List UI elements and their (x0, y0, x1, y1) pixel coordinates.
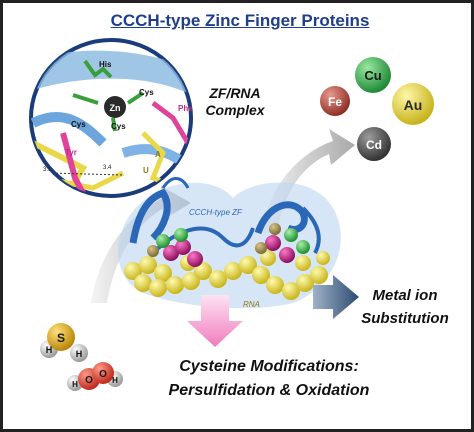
cu-label: Cu (364, 68, 381, 83)
his-label: His (99, 60, 112, 69)
metal-ion-cu: Cu (355, 57, 391, 93)
base-u-label: U (143, 166, 149, 175)
complex-label-line2: Complex (205, 102, 265, 118)
cys-label-right: Cys (139, 88, 154, 97)
tyr-label: Tyr (65, 148, 77, 157)
rna-spheres (124, 250, 330, 300)
h2s-sulfur-label: S (57, 331, 65, 345)
complex-label-line1: ZF/RNA (208, 85, 260, 101)
diagram-canvas: Zn His Cys Cys Cys Phe Tyr A U 3.1 3.4 Z… (29, 38, 449, 399)
metal-sub-line1: Metal ion (372, 287, 437, 304)
cd-label: Cd (366, 138, 382, 152)
au-label: Au (404, 97, 423, 113)
h2o2-oxygen-1-label: O (85, 375, 93, 386)
metal-sub-line2: Substitution (361, 310, 448, 327)
h2o2-oxygen-2-label: O (99, 369, 107, 380)
cys-mod-line2: Persulfidation & Oxidation (169, 382, 370, 399)
active-site-inset: Zn His Cys Cys Cys Phe Tyr A U 3.1 3.4 (29, 38, 193, 198)
cys-mod-line1: Cysteine Modifications: (179, 358, 359, 375)
h2o2-hydrogen-1-label: H (72, 380, 78, 389)
cysteine-modification-arrow (187, 295, 243, 347)
h2s-molecule: S H H (40, 323, 88, 362)
metal-substitution-arrow (313, 275, 359, 319)
transition-arrow-right (261, 129, 355, 233)
zf-rna-complex-model (118, 177, 341, 309)
figure-title: CCCH-type Zinc Finger Proteins (110, 11, 370, 30)
phe-label: Phe (178, 104, 193, 113)
metal-ion-cd: Cd (357, 127, 391, 161)
metal-ion-fe: Fe (320, 86, 350, 116)
h2o2-hydrogen-2-label: H (112, 376, 118, 385)
cys-label-left: Cys (71, 120, 86, 129)
distance-label-b: 3.4 (103, 165, 112, 171)
cys-label-bottom: Cys (111, 122, 126, 131)
fe-label: Fe (328, 95, 342, 109)
h2o2-molecule: O O H H (67, 362, 123, 391)
zinc-label: Zn (110, 103, 121, 113)
base-a-label: A (155, 150, 161, 159)
metal-ion-au: Au (392, 83, 434, 125)
rna-label: RNA (243, 300, 260, 309)
protein-label: CCCH-type ZF (189, 208, 243, 217)
h2s-hydrogen-1-label: H (46, 345, 53, 355)
zinc-atom (104, 96, 126, 118)
zinc-finger-spheres (147, 223, 310, 267)
h2s-hydrogen-2-label: H (76, 349, 83, 359)
distance-label-a: 3.1 (43, 167, 52, 173)
